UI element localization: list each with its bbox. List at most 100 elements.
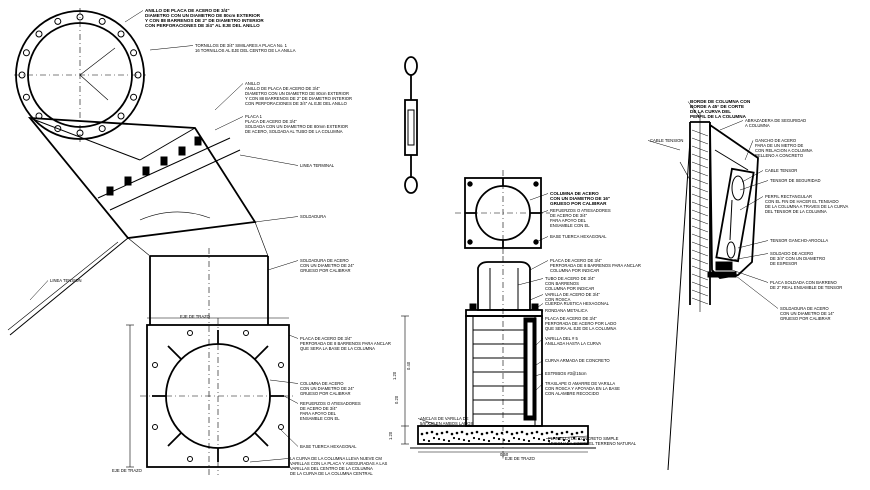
callout-line: REFUERZOS O ATIESADORES bbox=[300, 401, 361, 406]
hatch-line bbox=[691, 161, 709, 169]
concrete-aggregate bbox=[545, 431, 549, 435]
right-cable-tension bbox=[667, 139, 691, 471]
leader-line bbox=[529, 260, 549, 271]
anchor-hole bbox=[187, 456, 193, 462]
leader-line bbox=[647, 140, 681, 151]
leader-line bbox=[529, 294, 544, 301]
center-plan-plate bbox=[455, 170, 550, 256]
concrete-aggregate bbox=[487, 439, 491, 443]
concrete-aggregate bbox=[522, 438, 526, 442]
callout-line: PERFIL RECTANGULAR bbox=[765, 194, 812, 199]
leader-line bbox=[739, 180, 769, 191]
leader-line bbox=[417, 418, 441, 427]
callout-line: CON RELACION A COLUMNA bbox=[755, 148, 813, 153]
leader-line bbox=[545, 435, 589, 439]
callout-left-view-base_tuerca: BASE TUERCA HEXAGONAL bbox=[300, 444, 357, 449]
callout-line: CON UN DIAMETRO DE 14" bbox=[780, 311, 835, 316]
concrete-aggregate bbox=[477, 437, 481, 441]
stiffener bbox=[254, 345, 269, 360]
callout-line: ESTRIBOS #3@15cm bbox=[545, 371, 587, 376]
hatch-line bbox=[691, 225, 709, 233]
leader-line bbox=[687, 101, 701, 119]
callout-line: DE 3/4" CON UN DIAMETRO bbox=[770, 256, 826, 261]
dimension-label: 1.20 bbox=[388, 431, 393, 440]
callout-right-view-cable_tensor: CABLE TENSOR bbox=[765, 168, 797, 173]
left-base-plate bbox=[126, 317, 296, 475]
stiffener bbox=[254, 432, 269, 447]
concrete-aggregate bbox=[427, 439, 431, 443]
callout-line: ABRAZADERA DE SEGURIDAD bbox=[745, 118, 806, 123]
callout-line: SOLDADURA bbox=[300, 214, 326, 219]
hatch-line bbox=[691, 249, 709, 257]
concrete-aggregate bbox=[547, 439, 551, 443]
callout-line: Y CON 88 BARRENOS DE 2" DE DIAMETRO INTE… bbox=[245, 96, 352, 101]
callout-line: CON ROSCA bbox=[545, 297, 571, 302]
hatch-line bbox=[691, 177, 709, 185]
concrete-aggregate bbox=[520, 430, 524, 434]
center-elevation bbox=[401, 256, 596, 460]
callout-line: ANILLADA HASTA LA CURVA bbox=[545, 341, 601, 346]
callout-line: CON UN DIAMETRO DE 24" bbox=[300, 263, 355, 268]
dimension-label: 1.20 bbox=[392, 371, 397, 380]
concrete-aggregate bbox=[557, 437, 561, 441]
concrete-aggregate bbox=[527, 439, 531, 443]
callout-center-view-estribos: ESTRIBOS #3@15cm bbox=[545, 371, 587, 376]
hatch-line bbox=[691, 137, 709, 145]
flange-bolt-hole bbox=[98, 125, 106, 133]
callout-line: CON ROSCA Y APOYADA EN LA BASE bbox=[545, 386, 620, 391]
dimension-label: 0.40 bbox=[406, 361, 411, 370]
hatch-line bbox=[691, 289, 709, 297]
callout-line: DE LA COLUMNA A TRAVES DE LA CURVA bbox=[765, 204, 848, 209]
flange-bolt-hole bbox=[54, 17, 62, 25]
leader-line bbox=[517, 278, 544, 286]
leader-line bbox=[534, 373, 544, 377]
hatch-line bbox=[691, 233, 709, 241]
hatch-line bbox=[691, 185, 709, 193]
leader-line bbox=[239, 154, 299, 166]
concrete-aggregate bbox=[575, 431, 579, 435]
callout-line: TRASLAPE O AMARRE DE VARILLA bbox=[545, 381, 615, 386]
anchor-hole bbox=[533, 181, 539, 187]
anchor-hole bbox=[243, 456, 249, 462]
leader-line bbox=[541, 310, 544, 314]
bent-pipe bbox=[28, 116, 269, 257]
anchor-hole bbox=[187, 330, 193, 336]
hatch-line bbox=[691, 201, 709, 209]
hatch-line bbox=[691, 193, 709, 201]
callout-line: RELLENO A CONCRETO bbox=[755, 153, 804, 158]
flange-bolt-hole bbox=[117, 112, 125, 120]
hatch-line bbox=[691, 169, 709, 177]
callout-line: VARILLAS CON LA PLACA Y ASEGURADAS A LAS bbox=[290, 461, 387, 466]
flange-bolt-hole bbox=[130, 93, 138, 101]
leader-line bbox=[540, 210, 549, 214]
concrete-aggregate bbox=[495, 432, 499, 436]
concrete-aggregate bbox=[445, 430, 449, 434]
callout-line: CON BARRENOS bbox=[545, 281, 579, 286]
callout-line: VARILLA DE ACERO DE 3/4" bbox=[545, 292, 600, 297]
leader-line bbox=[288, 334, 299, 339]
leader-line bbox=[735, 275, 779, 309]
concrete-aggregate bbox=[490, 430, 494, 434]
concrete-aggregate bbox=[467, 439, 471, 443]
callout-line: PERFIL DE LA COLUMNA bbox=[690, 114, 747, 119]
callout-line: TORNILLOS DE 3/4" SIMILARES A PLACA No. … bbox=[195, 43, 288, 48]
callout-line: DE ACERO, SOLDADA AL TUBO DE LA COLUMNA bbox=[245, 129, 343, 134]
anchor-hole bbox=[243, 330, 249, 336]
pipe-bolt bbox=[106, 186, 114, 196]
callout-left-view-tornillos: TORNILLOS DE 3/4" SIMILARES A PLACA No. … bbox=[195, 43, 296, 53]
concrete-aggregate bbox=[560, 431, 564, 435]
leader-line bbox=[269, 379, 299, 384]
callout-line: COLUMNA DE ACERO bbox=[550, 191, 599, 196]
callout-line: PLACA SOLDADA CON BARRENO bbox=[770, 280, 838, 285]
concrete-aggregate bbox=[422, 438, 426, 442]
leader-line bbox=[280, 429, 299, 447]
flange-bolt-hole bbox=[117, 30, 125, 38]
concrete-aggregate bbox=[555, 432, 559, 436]
concrete-aggregate bbox=[500, 431, 504, 435]
